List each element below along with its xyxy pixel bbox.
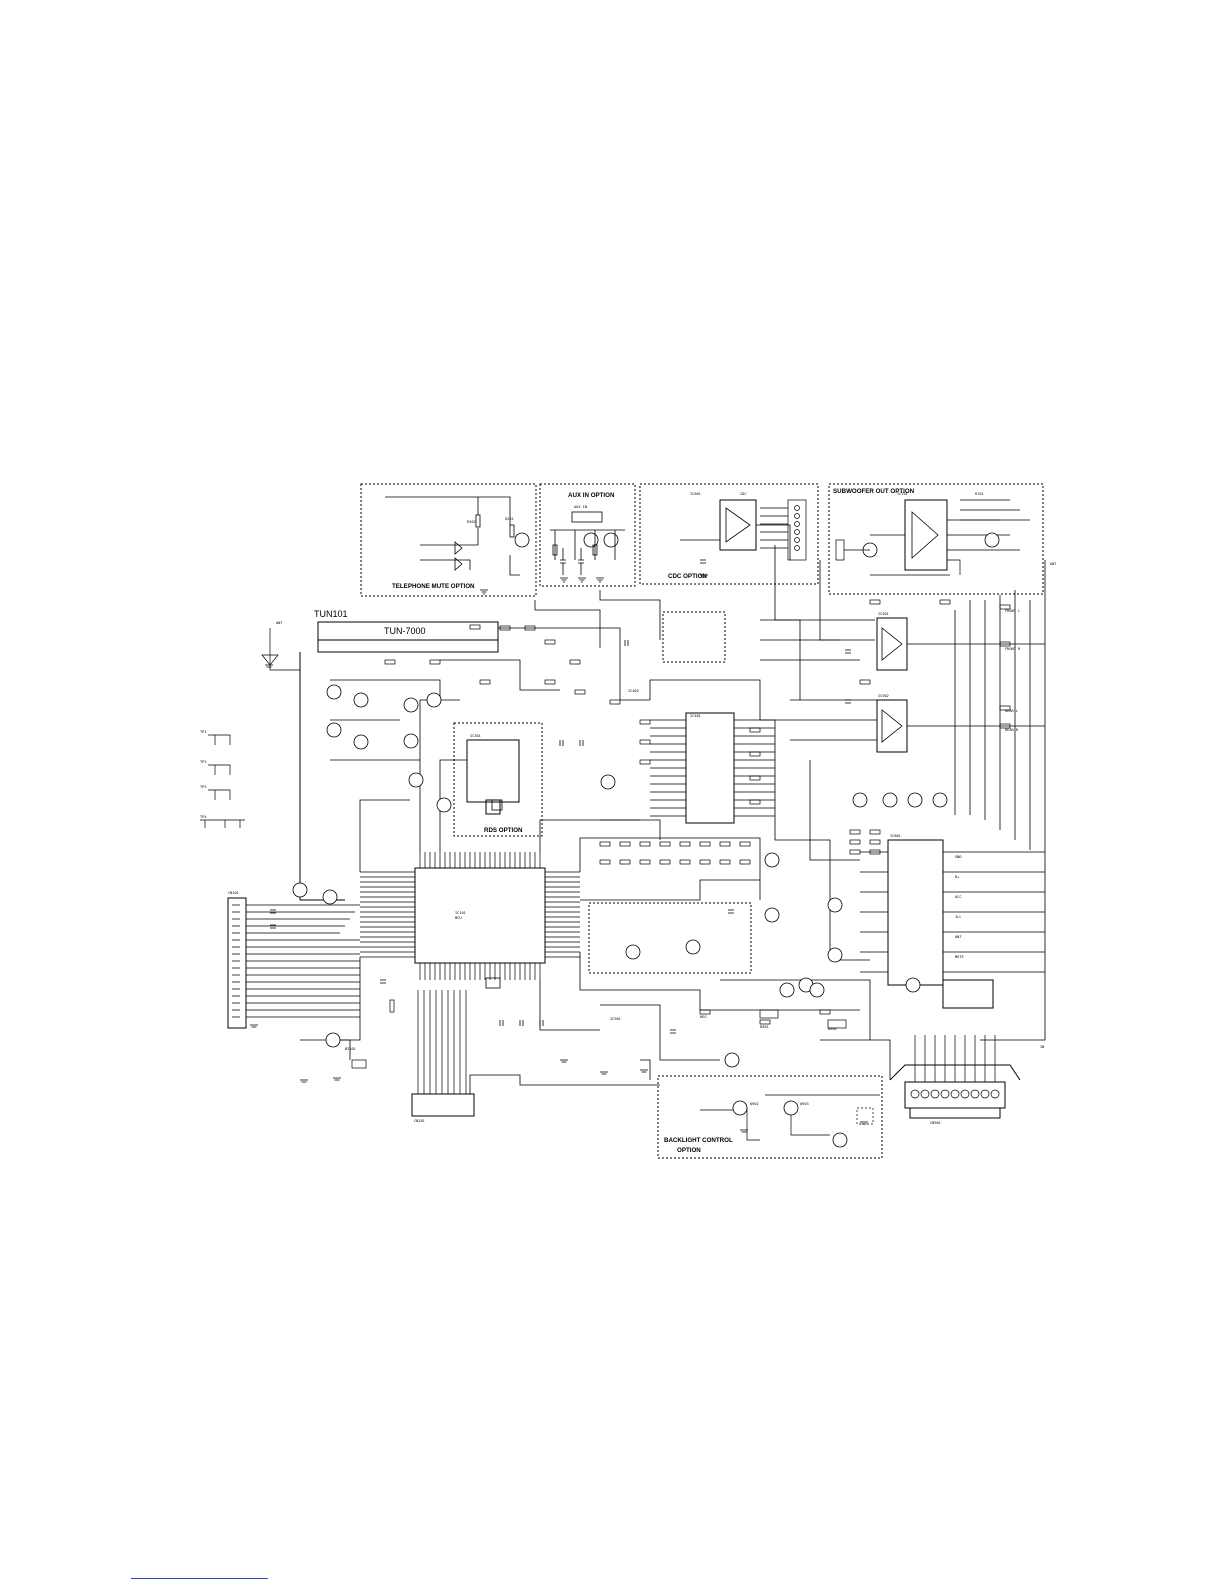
svg-text:TP2: TP2 [200, 760, 207, 764]
svg-text:D901: D901 [760, 1025, 769, 1029]
svg-text:IC402: IC402 [628, 689, 639, 693]
mid-option-box [588, 902, 752, 974]
svg-text:ILL: ILL [955, 915, 962, 919]
svg-text:TP1: TP1 [200, 730, 207, 734]
cdc-box [639, 483, 819, 585]
aux-in-label: AUX IN OPTION [568, 492, 615, 499]
svg-text:IC301: IC301 [470, 734, 481, 738]
svg-text:Q902: Q902 [750, 1102, 759, 1106]
svg-text:GND: GND [955, 855, 962, 859]
telephone-mute-box [360, 483, 537, 597]
svg-text:IC101: IC101 [455, 911, 466, 915]
svg-text:MCU: MCU [455, 916, 462, 920]
backlight-label-2: OPTION [677, 1147, 701, 1154]
svg-text:CN201: CN201 [414, 1119, 425, 1123]
output-driver [887, 839, 944, 986]
audio-processor-ic [685, 712, 735, 824]
rds-ic [466, 739, 520, 803]
svg-text:IC501: IC501 [878, 612, 889, 616]
svg-text:REAR L: REAR L [1005, 709, 1018, 713]
svg-text:IN: IN [1040, 1045, 1044, 1049]
aux-in-box [539, 483, 636, 587]
tuner-outline [317, 621, 499, 653]
subwoofer-box [828, 483, 1044, 595]
right-connector [942, 979, 994, 1009]
svg-text:ANT: ANT [276, 621, 283, 625]
svg-text:B+: B+ [955, 875, 960, 879]
svg-text:MUTE: MUTE [955, 955, 964, 959]
svg-text:FRONT R: FRONT R [1005, 647, 1021, 651]
backlight-box [657, 1075, 883, 1159]
sub-amp-ic [904, 499, 948, 571]
left-connector [227, 897, 247, 1029]
svg-text:BZ101: BZ101 [345, 1047, 356, 1051]
telephone-mute-label: TELEPHONE MUTE OPTION [392, 583, 475, 590]
output-connector [904, 1081, 1006, 1109]
svg-text:REG: REG [700, 1015, 707, 1019]
svg-text:TP4: TP4 [200, 815, 207, 819]
svg-text:IC801: IC801 [890, 834, 901, 838]
svg-text:ANT: ANT [955, 935, 962, 939]
svg-text:AUX IN: AUX IN [574, 505, 587, 509]
svg-text:CN901: CN901 [930, 1121, 941, 1125]
svg-text:ACC: ACC [955, 895, 962, 899]
tuner-model: TUN-7000 [384, 626, 426, 636]
svg-text:D902: D902 [828, 1027, 837, 1031]
rds-box [453, 722, 543, 837]
svg-text:Q903: Q903 [800, 1102, 809, 1106]
svg-text:R202: R202 [467, 520, 476, 524]
svg-text:R701: R701 [975, 492, 984, 496]
svg-text:IC401: IC401 [690, 714, 701, 718]
svg-text:IC901: IC901 [610, 1017, 621, 1021]
svg-text:ANT: ANT [1050, 562, 1057, 566]
svg-text:CDC: CDC [740, 492, 747, 496]
svg-text:IC601: IC601 [690, 492, 701, 496]
backlight-label-1: BACKLIGHT CONTROL [664, 1137, 733, 1144]
svg-text:REAR R: REAR R [1005, 728, 1019, 732]
cdc-sub-box [662, 611, 726, 663]
svg-text:IC502: IC502 [878, 694, 889, 698]
svg-text:CN101: CN101 [228, 891, 239, 895]
svg-text:Q201: Q201 [505, 517, 514, 521]
rds-label: RDS OPTION [484, 827, 523, 834]
footer-underline [131, 1578, 268, 1579]
svg-text:TP3: TP3 [200, 785, 207, 789]
bottom-connector [411, 1093, 475, 1117]
main-mcu [414, 867, 546, 964]
svg-text:IC701: IC701 [897, 492, 908, 496]
cdc-label: CDC OPTION [668, 573, 707, 580]
subwoofer-label: SUBWOOFER OUT OPTION [833, 488, 915, 495]
schematic-wiring [200, 483, 1046, 1159]
tuner-ref: TUN101 [314, 609, 348, 619]
svg-text:FRONT L: FRONT L [1005, 609, 1020, 613]
